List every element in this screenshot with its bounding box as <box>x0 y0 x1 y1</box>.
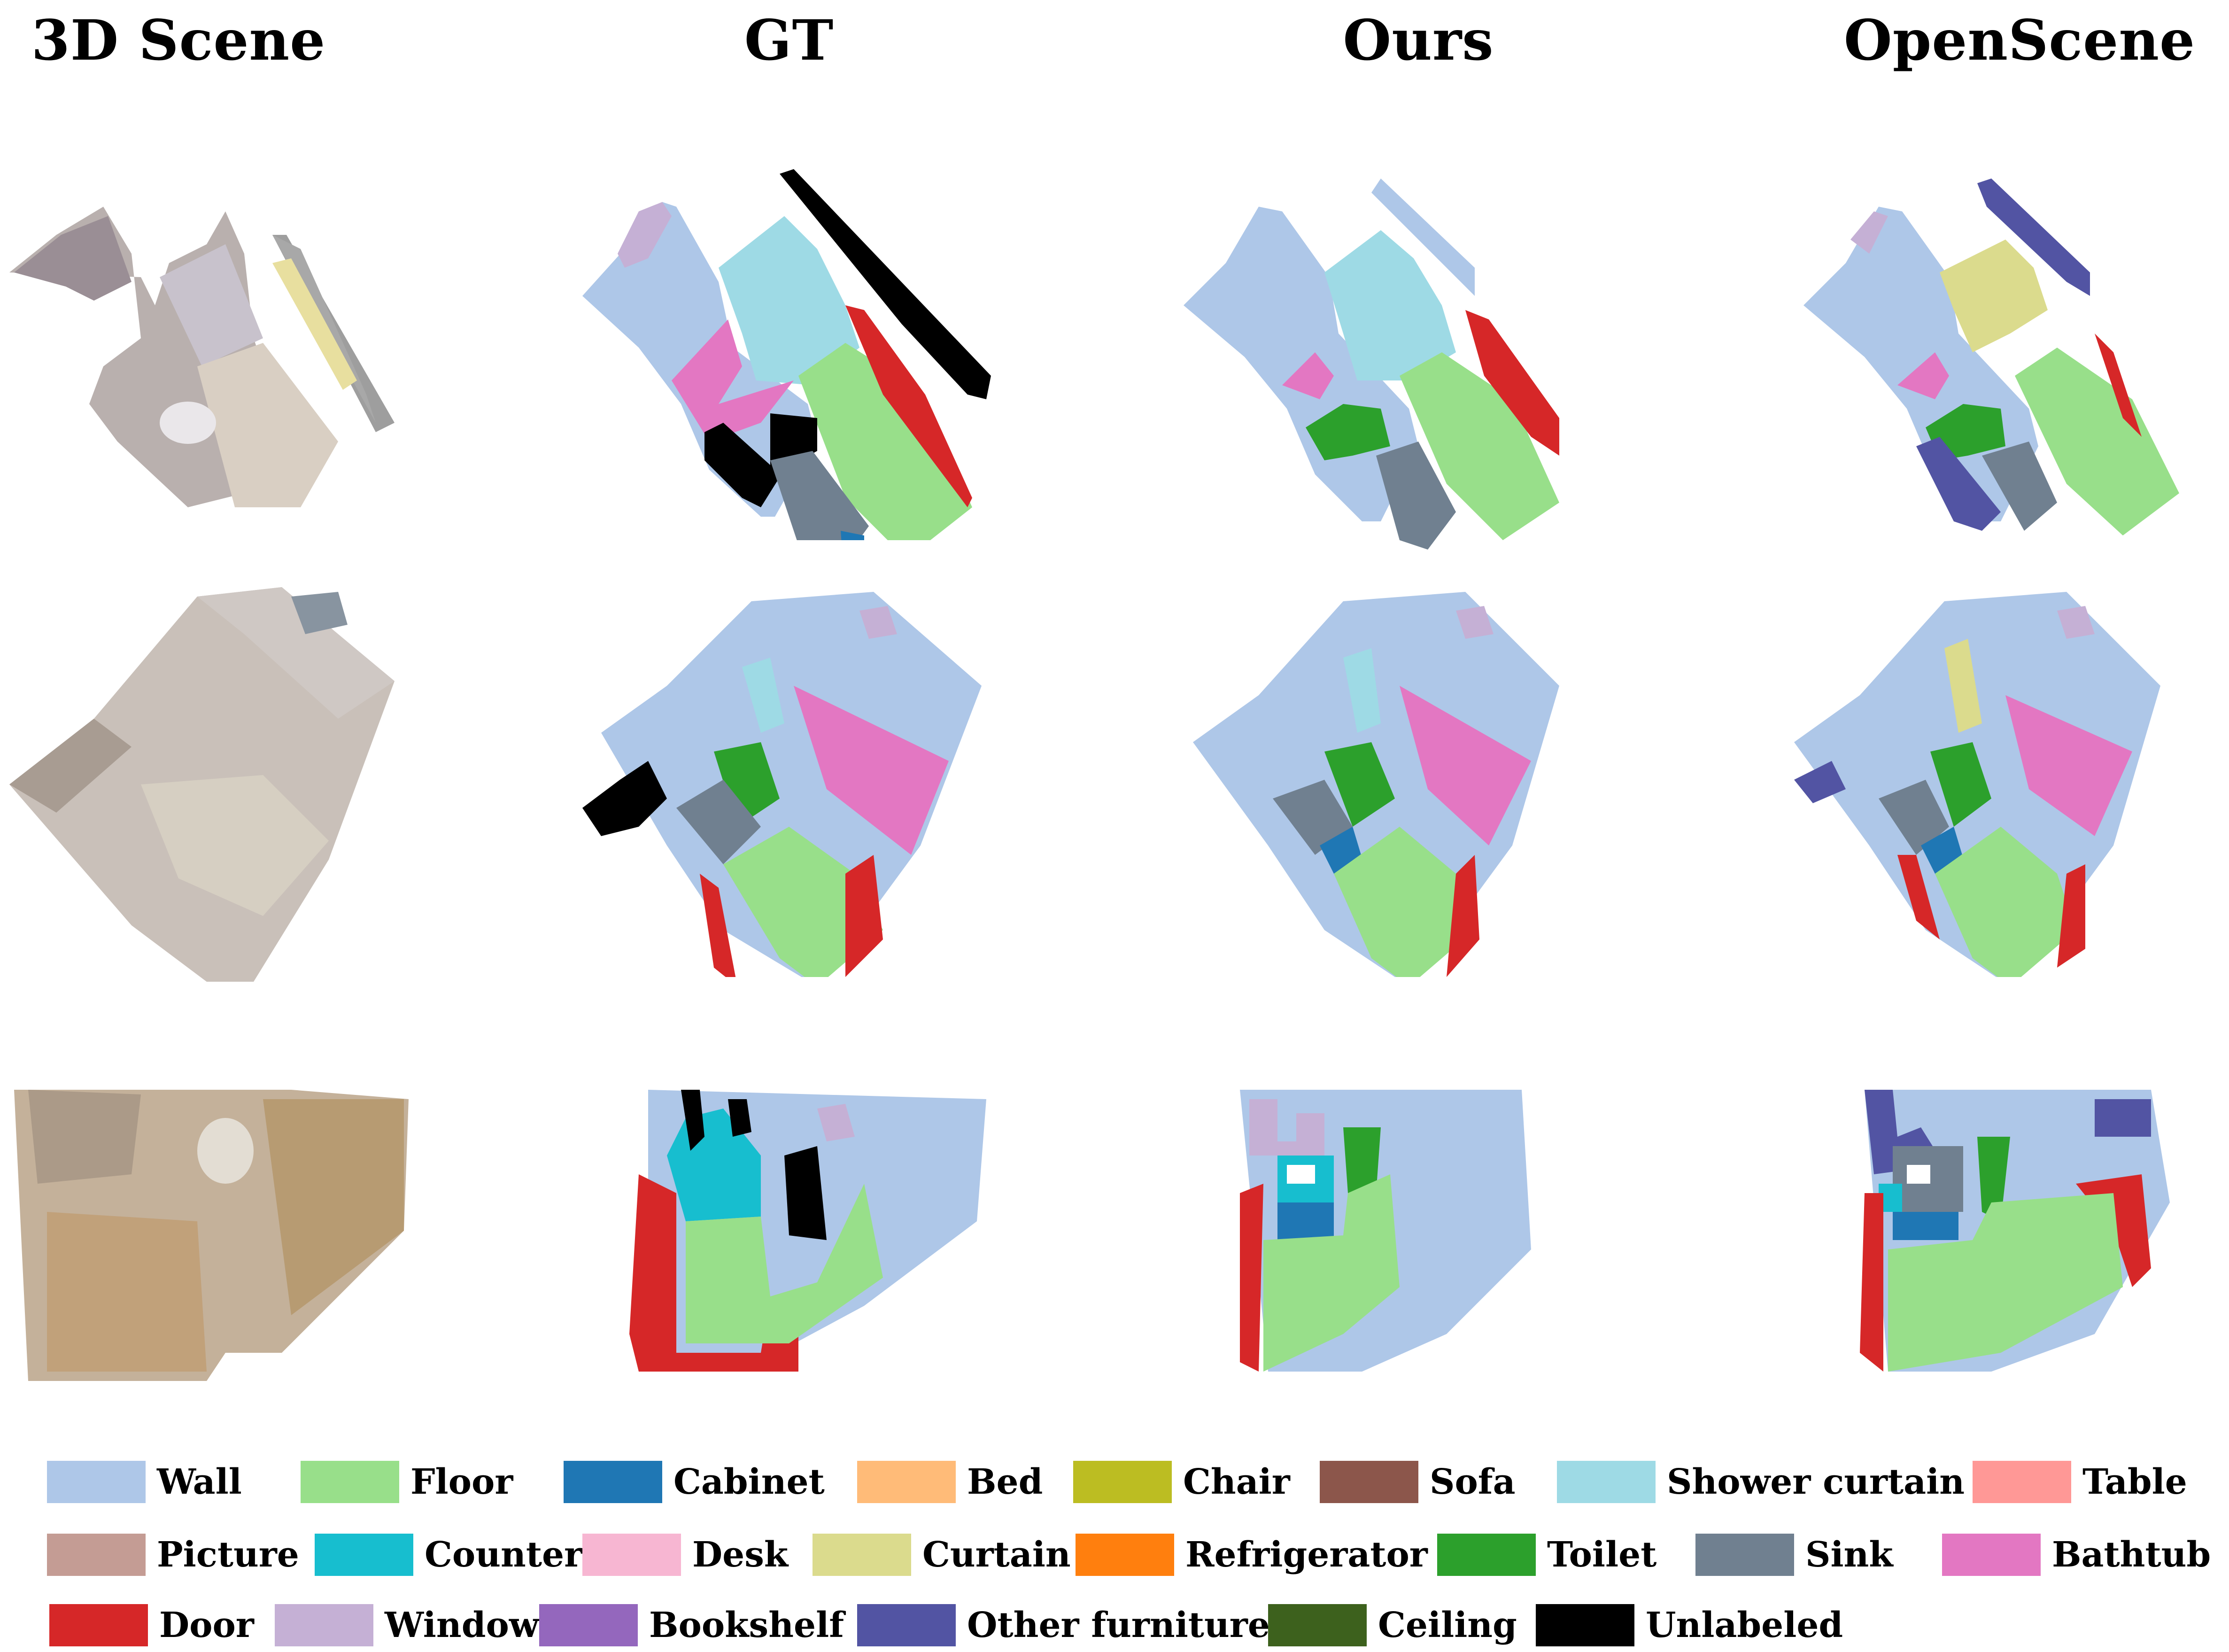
legend-item-shower-curtain: Shower curtain <box>1557 1456 1965 1508</box>
legend-item-ceiling: Ceiling <box>1268 1599 1517 1651</box>
legend-label: Window <box>385 1605 539 1645</box>
swatch-bed <box>857 1461 956 1503</box>
legend-label: Toilet <box>1547 1535 1657 1575</box>
swatch-curtain <box>813 1534 911 1576</box>
row1-gt-segmentation <box>564 141 1033 540</box>
legend-item-chair: Chair <box>1073 1456 1290 1508</box>
row3-ours-segmentation <box>1221 1071 1597 1390</box>
swatch-floor <box>301 1461 399 1503</box>
legend-row-3: Door Window Bookshelf Other furniture Ce… <box>0 1599 2229 1651</box>
row2-ours-segmentation <box>1184 582 1606 977</box>
swatch-ceiling <box>1268 1604 1367 1646</box>
row2-gt-segmentation <box>582 582 1033 977</box>
swatch-cabinet <box>564 1461 662 1503</box>
legend-label: Cabinet <box>673 1462 825 1502</box>
row1-openscene-segmentation <box>1785 155 2229 554</box>
swatch-desk <box>582 1534 681 1576</box>
legend-item-counter: Counter <box>315 1529 582 1581</box>
swatch-table <box>1973 1461 2071 1503</box>
legend-label: Sink <box>1805 1535 1893 1575</box>
column-title-3d-scene: 3D Scene <box>31 7 326 73</box>
legend-label: Desk <box>692 1535 789 1575</box>
legend-item-table: Table <box>1973 1456 2187 1508</box>
row2-openscene-segmentation <box>1785 582 2229 977</box>
legend-label: Floor <box>410 1462 513 1502</box>
legend-label: Sofa <box>1430 1462 1516 1502</box>
legend-item-refrigerator: Refrigerator <box>1076 1529 1428 1581</box>
swatch-door <box>49 1604 148 1646</box>
swatch-counter <box>315 1534 413 1576</box>
swatch-refrigerator <box>1076 1534 1174 1576</box>
legend-label: Bathtub <box>2052 1535 2211 1575</box>
legend-item-bookshelf: Bookshelf <box>539 1599 844 1651</box>
legend-row-1: Wall Floor Cabinet Bed Chair Sofa Shower… <box>0 1456 2229 1508</box>
legend-label: Ceiling <box>1378 1605 1517 1645</box>
legend-label: Other furniture <box>967 1605 1270 1645</box>
legend-item-sink: Sink <box>1695 1529 1893 1581</box>
legend-label: Table <box>2082 1462 2187 1502</box>
swatch-wall <box>47 1461 146 1503</box>
legend-item-wall: Wall <box>47 1456 242 1508</box>
row3-openscene-segmentation <box>1850 1071 2229 1390</box>
legend-label: Wall <box>157 1462 242 1502</box>
legend-item-desk: Desk <box>582 1529 788 1581</box>
column-title-ours: Ours <box>1343 7 1494 73</box>
swatch-chair <box>1073 1461 1172 1503</box>
swatch-other-furniture <box>857 1604 956 1646</box>
row2-3d-scene-image <box>0 578 423 986</box>
legend-item-bathtub: Bathtub <box>1942 1529 2211 1581</box>
legend-label: Unlabeled <box>1646 1605 1843 1645</box>
row3-3d-scene-image <box>0 1080 423 1381</box>
legend-label: Bookshelf <box>649 1605 844 1645</box>
legend-item-bed: Bed <box>857 1456 1043 1508</box>
swatch-window <box>275 1604 373 1646</box>
swatch-bathtub <box>1942 1534 2041 1576</box>
row3-gt-segmentation <box>620 1080 1005 1390</box>
legend-item-curtain: Curtain <box>813 1529 1071 1581</box>
legend-item-toilet: Toilet <box>1437 1529 1656 1581</box>
legend-label: Counter <box>425 1535 583 1575</box>
swatch-picture <box>47 1534 146 1576</box>
legend-item-unlabeled: Unlabeled <box>1536 1599 1843 1651</box>
legend-label: Chair <box>1183 1462 1290 1502</box>
legend-label: Curtain <box>922 1535 1071 1575</box>
legend-label: Refrigerator <box>1185 1535 1428 1575</box>
legend-row-2: Picture Counter Desk Curtain Refrigerato… <box>0 1529 2229 1581</box>
swatch-toilet <box>1437 1534 1536 1576</box>
swatch-shower-curtain <box>1557 1461 1656 1503</box>
row1-3d-scene-image <box>0 160 423 564</box>
legend-label: Picture <box>157 1535 299 1575</box>
swatch-sofa <box>1320 1461 1418 1503</box>
legend-item-sofa: Sofa <box>1320 1456 1516 1508</box>
row1-ours-segmentation <box>1174 155 1597 554</box>
swatch-bookshelf <box>539 1604 638 1646</box>
legend-item-cabinet: Cabinet <box>564 1456 825 1508</box>
legend-label: Door <box>159 1605 254 1645</box>
legend-item-other-furniture: Other furniture <box>857 1599 1270 1651</box>
legend-item-floor: Floor <box>301 1456 513 1508</box>
legend-label: Shower curtain <box>1667 1462 1965 1502</box>
legend-item-picture: Picture <box>47 1529 299 1581</box>
legend-label: Bed <box>967 1462 1043 1502</box>
column-title-gt: GT <box>744 7 834 73</box>
column-title-openscene: OpenScene <box>1843 7 2196 73</box>
legend-item-window: Window <box>275 1599 539 1651</box>
swatch-sink <box>1695 1534 1794 1576</box>
swatch-unlabeled <box>1536 1604 1634 1646</box>
legend-item-door: Door <box>49 1599 254 1651</box>
